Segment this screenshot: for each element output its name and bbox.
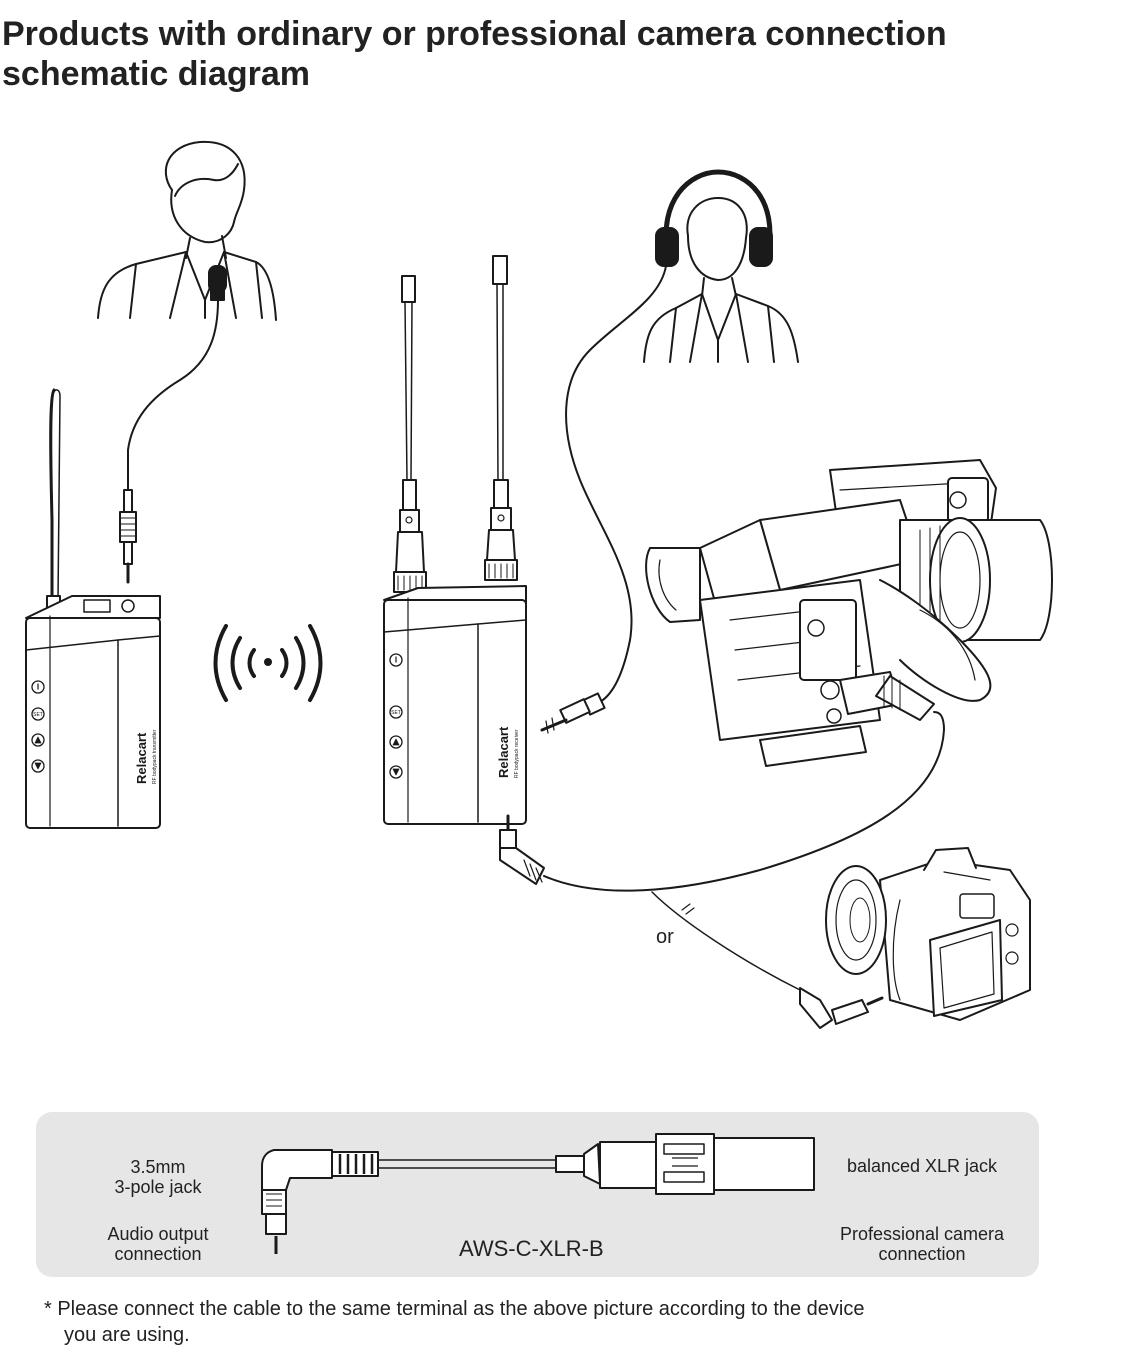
dslr-camera: [825, 847, 1031, 1021]
audio-output-line-1: Audio output: [107, 1224, 209, 1244]
title-line-1: Products with ordinary or professional c…: [2, 15, 947, 53]
receiver-model: RF bodypack receiver: [514, 729, 520, 778]
power-icon: [31, 680, 45, 694]
headphone-cable: [540, 265, 667, 734]
receiver-output-cable: [499, 711, 945, 1029]
lavalier-mic: [119, 265, 227, 584]
professional-camera-label: Professional camera connection: [812, 1224, 1032, 1264]
jack-pole-text: 3-pole jack: [114, 1177, 202, 1197]
page-title: Products with ordinary or professional c…: [2, 14, 1112, 94]
footnote-line-2: you are using.: [64, 1324, 190, 1346]
title-line-2: schematic diagram: [2, 55, 311, 93]
receiver-brand: Relacart: [496, 726, 511, 778]
transmitter-brand: Relacart: [134, 732, 149, 784]
transmitter-set-button: SET: [33, 712, 43, 718]
xlr-jack-label: balanced XLR jack: [846, 1156, 998, 1176]
audio-output-label: Audio output connection: [86, 1224, 230, 1264]
pro-camera-line-2: connection: [878, 1244, 966, 1264]
or-label: or: [656, 926, 674, 948]
footnote-line-1: * Please connect the cable to the same t…: [44, 1298, 865, 1320]
cable-info-panel: [36, 1112, 1039, 1277]
presenter-figure: [97, 140, 277, 321]
cable-model-label: AWS-C-XLR-B: [459, 1236, 604, 1261]
bodypack-receiver: SET Relacart RF bodypack receiver: [383, 255, 527, 825]
pro-camera-line-1: Professional camera: [839, 1224, 1005, 1244]
jack-type-label: 3.5mm 3-pole jack: [96, 1157, 220, 1197]
jack-size-text: 3.5mm: [130, 1157, 186, 1177]
bodypack-transmitter: SET Relacart RF bodypack transmitter: [25, 388, 161, 829]
audio-output-line-2: connection: [114, 1244, 202, 1264]
footnote: * Please connect the cable to the same t…: [44, 1296, 1104, 1348]
receiver-set-button: SET: [391, 710, 401, 716]
transmitter-model: RF bodypack transmitter: [152, 729, 158, 784]
headphone-listener-figure: [643, 169, 799, 363]
wireless-signal-icon: [213, 624, 323, 702]
professional-camcorder: [645, 459, 1053, 767]
